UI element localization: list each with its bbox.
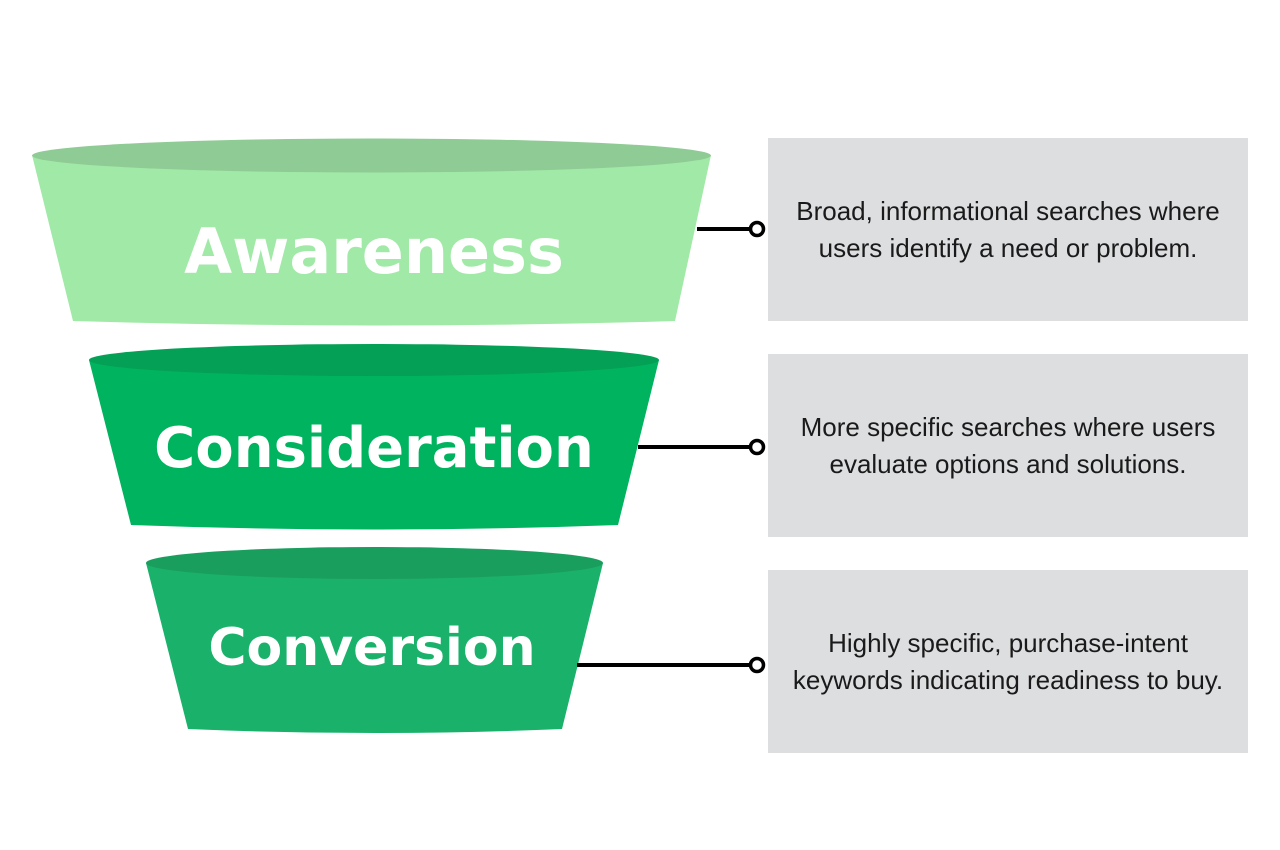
funnel-body-conversion	[146, 563, 603, 733]
description-text-consideration: More specific searches where users evalu…	[800, 411, 1216, 479]
connector-dot-consideration	[748, 438, 766, 456]
stage-label-awareness: Awareness	[184, 215, 564, 288]
funnel-body-consideration	[89, 360, 659, 530]
stage-label-conversion: Conversion	[208, 618, 535, 678]
funnel-stage-consideration: Consideration	[89, 344, 766, 530]
description-text-conversion: Highly specific, purchase-intent keyword…	[792, 627, 1224, 695]
connector-dot-conversion	[748, 656, 766, 674]
funnel-top-consideration	[89, 344, 659, 376]
connector-dot-awareness	[748, 220, 766, 238]
funnel-top-conversion	[146, 547, 603, 579]
description-box-awareness: Broad, informational searches where user…	[768, 138, 1248, 321]
stage-label-consideration: Consideration	[154, 416, 594, 481]
description-box-conversion: Highly specific, purchase-intent keyword…	[768, 570, 1248, 753]
funnel-stage-conversion: Conversion	[146, 547, 766, 733]
funnel-body-awareness	[32, 155, 711, 326]
funnel-stage-awareness: Awareness	[32, 138, 766, 326]
funnel-top-awareness	[32, 138, 711, 173]
description-text-awareness: Broad, informational searches where user…	[796, 195, 1220, 263]
description-box-consideration: More specific searches where users evalu…	[768, 354, 1248, 537]
